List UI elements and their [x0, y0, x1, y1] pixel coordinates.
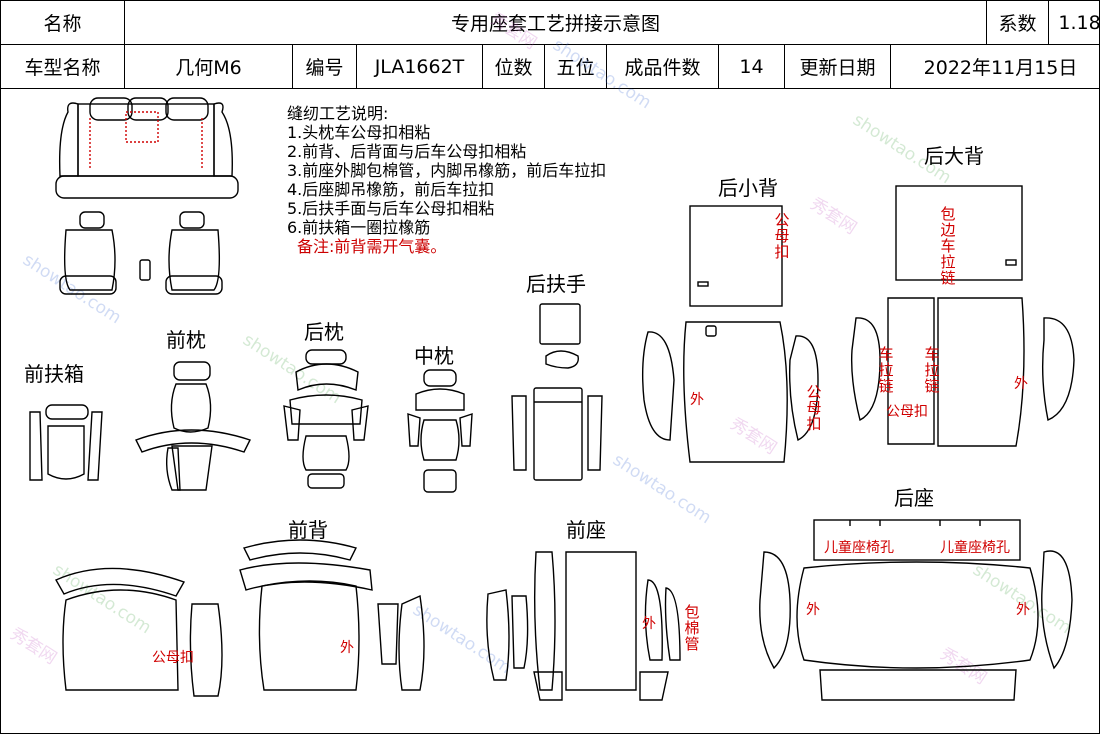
label-rear-headrest: 后枕 [304, 320, 344, 344]
label-rear-small-back: 后小背 [718, 176, 778, 200]
pieces-label: 成品件数 [606, 44, 719, 89]
notes-remark: 备注:前背需开气囊。 [297, 237, 447, 256]
annotation-outer: 外 [1016, 602, 1030, 618]
notes-title: 缝纫工艺说明: [287, 104, 389, 123]
annotation-outer: 外 [1014, 376, 1028, 392]
sewing-notes: 缝纫工艺说明: 1.头枕车公母扣相粘 2.前背、后背面与后车公母扣相粘 3.前座… [287, 104, 606, 256]
model-label: 车型名称 [0, 44, 125, 89]
front-seat-pattern [486, 551, 681, 701]
front-armbox-pattern [29, 404, 103, 481]
note-item: 6.前扶箱一圈拉橡筋 [287, 218, 431, 237]
label-front-headrest: 前枕 [166, 328, 206, 352]
annotation-zip-wrap: 包边车拉链 [940, 205, 956, 287]
rear-headrest-pattern [283, 349, 369, 489]
note-item: 2.前背、后背面与后车公母扣相粘 [287, 142, 527, 161]
annotation-outer: 外 [806, 602, 820, 618]
note-item: 1.头枕车公母扣相粘 [287, 123, 431, 142]
label-front-back: 前背 [288, 518, 328, 542]
label-front-seat: 前座 [566, 518, 606, 542]
middle-headrest-pattern [407, 369, 473, 493]
annotation-cotton-tube: 包棉管 [684, 603, 700, 653]
header-table: 名称 专用座套工艺拼接示意图 系数 1.18 车型名称 几何M6 编号 JLA1… [0, 0, 1100, 89]
rear-seat-pattern [759, 519, 1073, 701]
note-item: 3.前座外脚包棉管，内脚吊橡筋，前后车拉扣 [287, 161, 607, 180]
seats-label: 位数 [482, 44, 545, 89]
annotation-snap: 公母扣 [886, 404, 928, 420]
annotation-child-seat-hole: 儿童座椅孔 [940, 540, 1010, 556]
coef-value: 1.18 [1048, 0, 1100, 45]
note-item: 5.后扶手面与后车公母扣相粘 [287, 199, 495, 218]
pieces-value: 14 [718, 44, 785, 89]
label-rear-seat: 后座 [894, 486, 934, 510]
rear-small-back-pattern [641, 205, 819, 463]
annotation-child-seat-hole: 儿童座椅孔 [824, 540, 894, 556]
label-rear-armrest: 后扶手 [526, 272, 586, 296]
seats-value: 五位 [544, 44, 607, 89]
rear-armrest-pattern [511, 303, 603, 481]
sheet-title: 专用座套工艺拼接示意图 [123, 0, 988, 45]
code-value: JLA1662T [356, 44, 483, 89]
annotation-snap: 公母扣 [806, 383, 822, 433]
annotation-outer: 外 [340, 640, 354, 656]
seat-overview-icon [55, 97, 239, 295]
note-item: 4.后座脚吊橡筋，前后车拉扣 [287, 180, 495, 199]
date-label: 更新日期 [784, 44, 891, 89]
annotation-snap: 公母扣 [152, 650, 194, 666]
front-back-pattern [55, 539, 425, 697]
code-label: 编号 [292, 44, 357, 89]
model-value: 几何M6 [124, 44, 293, 89]
label-middle-headrest: 中枕 [414, 344, 454, 368]
annotation-outer: 外 [690, 392, 704, 408]
annotation-outer: 外 [642, 616, 656, 632]
annotation-snap: 公母扣 [774, 211, 790, 261]
label-front-armbox: 前扶箱 [24, 362, 84, 386]
rear-big-back-pattern [851, 185, 1075, 447]
date-value: 2022年11月15日 [889, 44, 1100, 89]
front-headrest-pattern [135, 361, 251, 491]
annotation-pull-zip: 车拉链 [924, 345, 940, 395]
annotation-pull-zip: 车拉链 [878, 345, 894, 395]
label-rear-big-back: 后大背 [924, 144, 984, 168]
